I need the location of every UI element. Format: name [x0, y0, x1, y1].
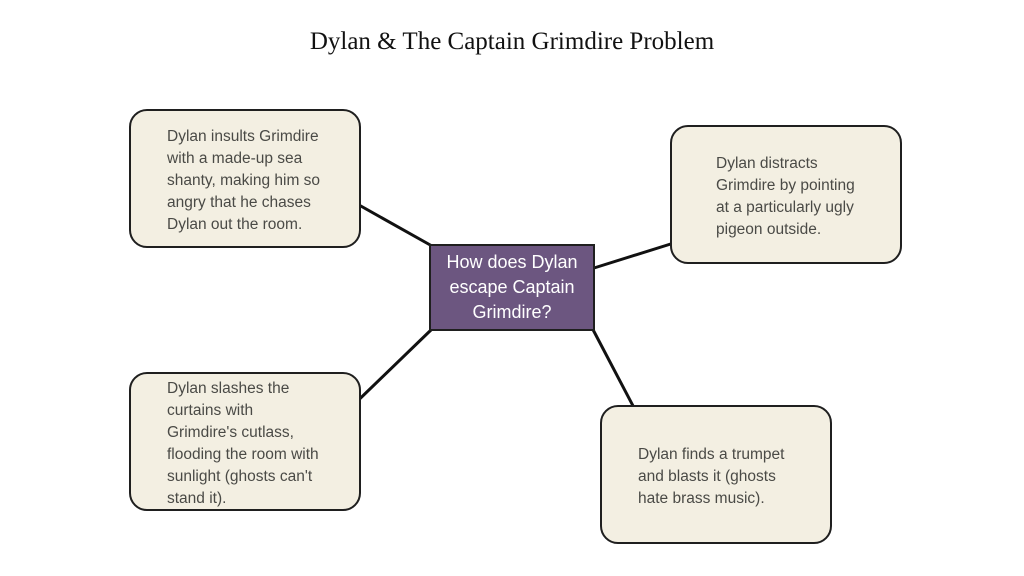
option-text-line: Grimdire by pointing — [716, 177, 855, 194]
option-text-line: shanty, making him so — [167, 172, 321, 189]
option-text-line: at a particularly ugly — [716, 199, 854, 216]
option-text-line: sunlight (ghosts can't — [167, 468, 313, 485]
option-text-line: Dylan finds a trumpet — [638, 446, 785, 463]
central-question-line: How does Dylan — [446, 252, 578, 272]
option-text-line: angry that he chases — [167, 194, 311, 211]
option-text-line: curtains with — [167, 402, 254, 419]
option-box-bottom-left: Dylan slashes the curtains with Grimdire… — [129, 372, 361, 511]
central-question-line: Grimdire? — [472, 302, 552, 322]
option-text-line: Dylan insults Grimdire — [167, 128, 319, 145]
option-box-bottom-right: Dylan finds a trumpet and blasts it (gho… — [600, 405, 832, 544]
option-text-line: Dylan out the room. — [167, 216, 303, 233]
option-text-line: Grimdire's cutlass, — [167, 424, 294, 441]
diagram-title: Dylan & The Captain Grimdire Problem — [309, 28, 715, 55]
option-text-line: stand it). — [167, 490, 227, 507]
central-question-line: escape Captain — [449, 277, 575, 297]
option-text-line: hate brass music). — [638, 490, 765, 507]
option-text-line: Dylan distracts — [716, 155, 818, 172]
option-box-top-left: Dylan insults Grimdire with a made-up se… — [129, 109, 361, 248]
central-question-box: How does Dylan escape Captain Grimdire? — [429, 244, 595, 331]
option-text-line: and blasts it (ghosts — [638, 468, 776, 485]
option-box-top-right: Dylan distracts Grimdire by pointing at … — [670, 125, 902, 264]
option-text-line: pigeon outside. — [716, 221, 822, 238]
option-text-line: with a made-up sea — [167, 150, 303, 167]
option-text-line: Dylan slashes the — [167, 380, 290, 397]
option-text-line: flooding the room with — [167, 446, 319, 463]
